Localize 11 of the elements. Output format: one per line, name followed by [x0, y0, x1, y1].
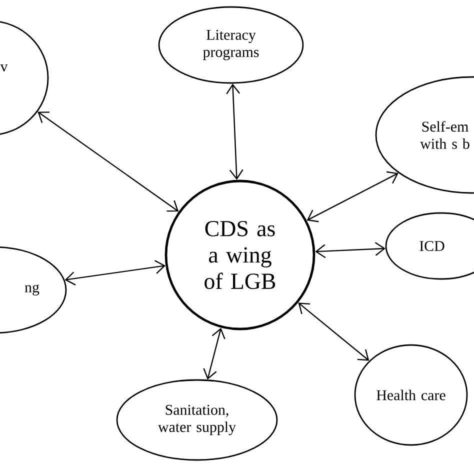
arrow — [226, 84, 244, 180]
arrow — [315, 242, 386, 258]
circle-node: CDS as a wing of LGB — [164, 180, 316, 330]
ellipse-node: Sanitation, water supply — [116, 379, 278, 461]
arrow — [38, 112, 179, 212]
arrow — [203, 328, 226, 380]
arrow — [64, 260, 166, 286]
arrow — [298, 302, 370, 361]
ellipse-node: Literacy programs — [158, 6, 304, 84]
arrow — [306, 171, 398, 222]
ellipse-node: Health care — [354, 344, 468, 446]
